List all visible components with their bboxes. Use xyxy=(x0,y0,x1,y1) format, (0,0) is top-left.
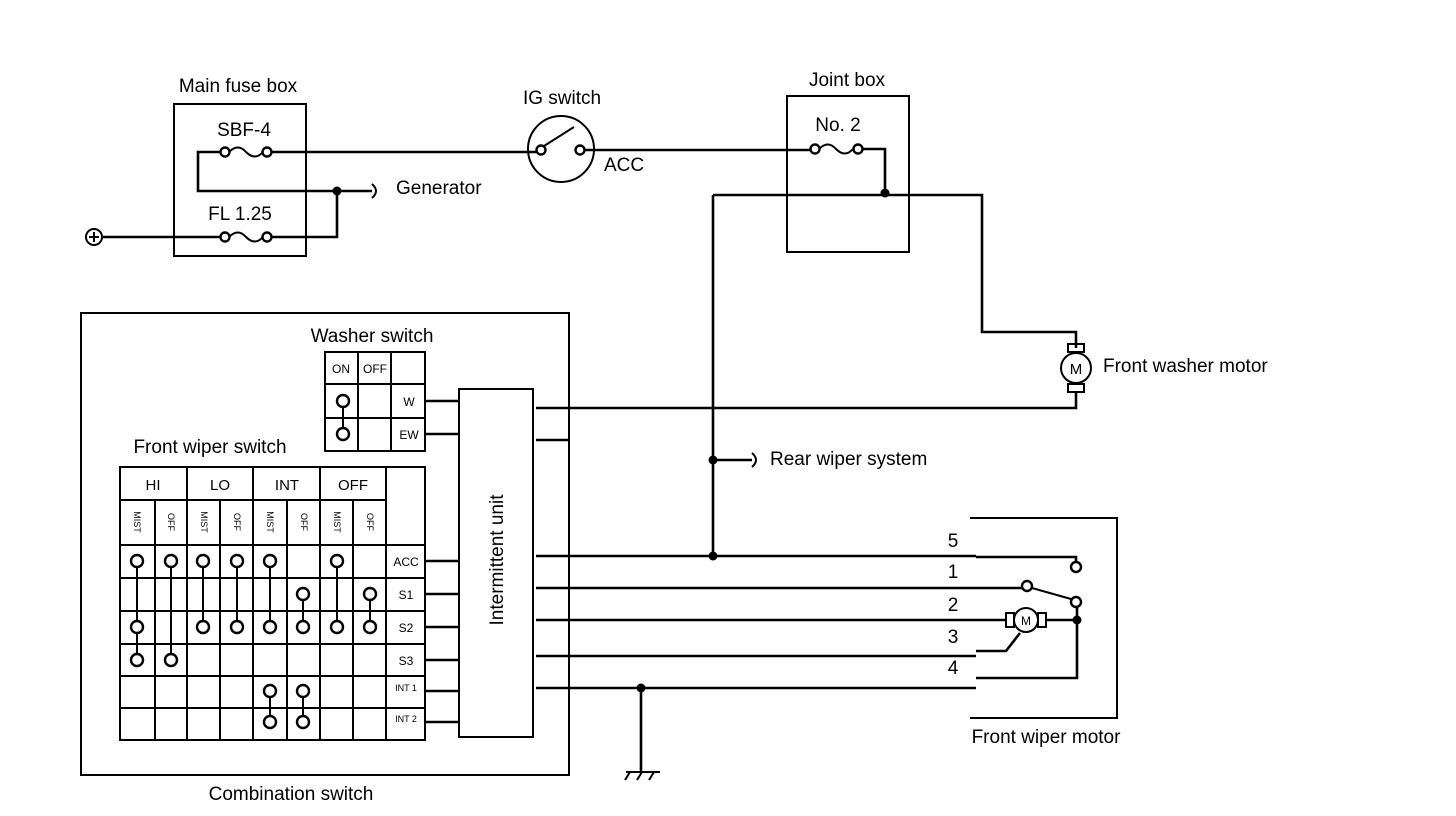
joint-box-label: Joint box xyxy=(809,70,886,91)
wiper-mode-int: INT xyxy=(275,477,299,494)
wiper-terminal-s2: S2 xyxy=(399,621,414,635)
rear-wiper-system-label: Rear wiper system xyxy=(770,449,927,470)
wiper-mode-lo: LO xyxy=(210,477,230,494)
battery-positive-icon xyxy=(85,228,103,246)
front-washer-motor: M Front washer motor xyxy=(1060,343,1268,393)
ground-icon xyxy=(624,771,660,781)
generator-label: Generator xyxy=(396,178,482,199)
joint-box-fuse-label: No. 2 xyxy=(815,115,860,136)
motor-terminal-5: 5 xyxy=(948,531,959,552)
combination-switch-label: Combination switch xyxy=(209,784,374,805)
acc-label: ACC xyxy=(604,155,644,176)
wiper-sub-lo-mist: MIST xyxy=(199,511,209,533)
joint-box: Joint box No. 2 xyxy=(786,70,910,253)
wiper-motor-symbol: M xyxy=(1021,614,1031,628)
motor-terminal-2: 2 xyxy=(948,595,959,616)
wiper-sub-lo-off: OFF xyxy=(232,513,242,531)
washer-header-off: OFF xyxy=(363,362,387,376)
wiper-sub-int-mist: MIST xyxy=(265,511,275,533)
intermittent-unit-label: Intermittent unit xyxy=(487,494,508,626)
front-washer-motor-label: Front washer motor xyxy=(1103,356,1268,377)
ig-switch-label: IG switch xyxy=(523,88,601,109)
wiper-terminal-s3: S3 xyxy=(399,654,414,668)
fuse-fl-1-25 xyxy=(219,231,273,243)
wiper-mode-off: OFF xyxy=(338,477,368,494)
motor-terminal-4: 4 xyxy=(948,658,959,679)
washer-header-on: ON xyxy=(332,362,350,376)
intermittent-unit: Intermittent unit xyxy=(458,388,534,738)
washer-switch: Washer switch ON OFF W EW xyxy=(311,326,434,452)
washer-switch-label: Washer switch xyxy=(311,326,434,347)
washer-terminal-w: W xyxy=(403,395,415,409)
wiper-switch-contacts xyxy=(129,553,378,730)
motor-terminal-1: 1 xyxy=(948,562,959,583)
main-fuse-box-label: Main fuse box xyxy=(179,76,298,97)
wiper-mode-hi: HI xyxy=(146,477,161,494)
washer-motor-symbol: M xyxy=(1070,361,1083,378)
ig-switch: IG switch ACC xyxy=(523,88,644,183)
fuse-fl-label: FL 1.25 xyxy=(208,204,272,225)
wiper-terminal-s1: S1 xyxy=(399,588,414,602)
fuse-sbf-label: SBF-4 xyxy=(217,120,271,141)
wiper-terminal-int2: INT 2 xyxy=(395,714,417,724)
front-wiper-motor: Front wiper motor 5 1 2 3 4 M xyxy=(948,517,1122,748)
wiper-sub-int-off: OFF xyxy=(299,513,309,531)
wiper-terminal-acc: ACC xyxy=(393,555,419,569)
wiper-sub-hi-mist: MIST xyxy=(132,511,142,533)
wiper-sub-hi-off: OFF xyxy=(166,513,176,531)
main-fuse-box: Main fuse box SBF-4 FL 1.25 Generator xyxy=(85,76,482,257)
wiper-sub-off-off: OFF xyxy=(365,513,375,531)
front-wiper-switch: Front wiper switch HI LO INT OFF MIST OF… xyxy=(119,437,426,741)
wiper-terminal-int1: INT 1 xyxy=(395,683,417,693)
front-wiper-motor-label: Front wiper motor xyxy=(972,727,1122,748)
front-wiper-switch-label: Front wiper switch xyxy=(133,437,286,458)
fuse-no-2 xyxy=(809,143,864,155)
fuse-sbf-4 xyxy=(219,146,273,158)
wiper-sub-off-mist: MIST xyxy=(332,511,342,533)
washer-terminal-ew: EW xyxy=(399,428,419,442)
motor-terminal-3: 3 xyxy=(948,627,959,648)
combination-switch: Combination switch Washer switch ON OFF … xyxy=(80,312,570,805)
